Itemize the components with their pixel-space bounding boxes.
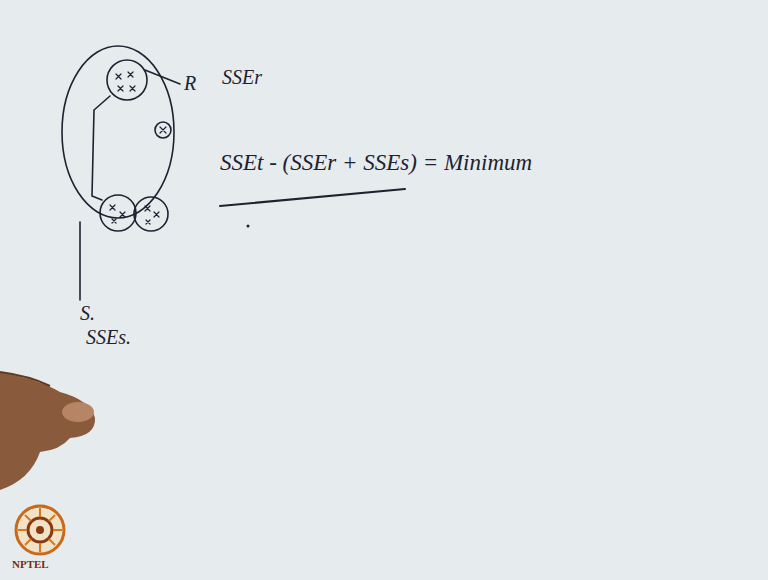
error-term: SSEr: [222, 66, 262, 89]
leader-line: [79, 222, 81, 300]
cluster-outline: [62, 46, 174, 218]
error-term: SSEs.: [86, 326, 131, 349]
equation: SSEt - (SSEr + SSEs) = Minimum: [220, 150, 532, 176]
cross-marks: [110, 72, 166, 224]
hand: [0, 372, 95, 490]
cluster-circle: [155, 122, 171, 138]
nptel-logo: [16, 506, 64, 554]
pen-dot: [247, 225, 250, 228]
cluster-circle: [107, 60, 147, 100]
underline: [220, 189, 405, 206]
region-label: R: [184, 72, 196, 95]
cluster-circle: [134, 197, 168, 231]
leader-line: [92, 96, 110, 200]
leader-line: [145, 70, 180, 84]
region-label: S.: [80, 302, 95, 325]
cluster-circle: [100, 195, 136, 231]
logo-text: NPTEL: [12, 558, 49, 570]
